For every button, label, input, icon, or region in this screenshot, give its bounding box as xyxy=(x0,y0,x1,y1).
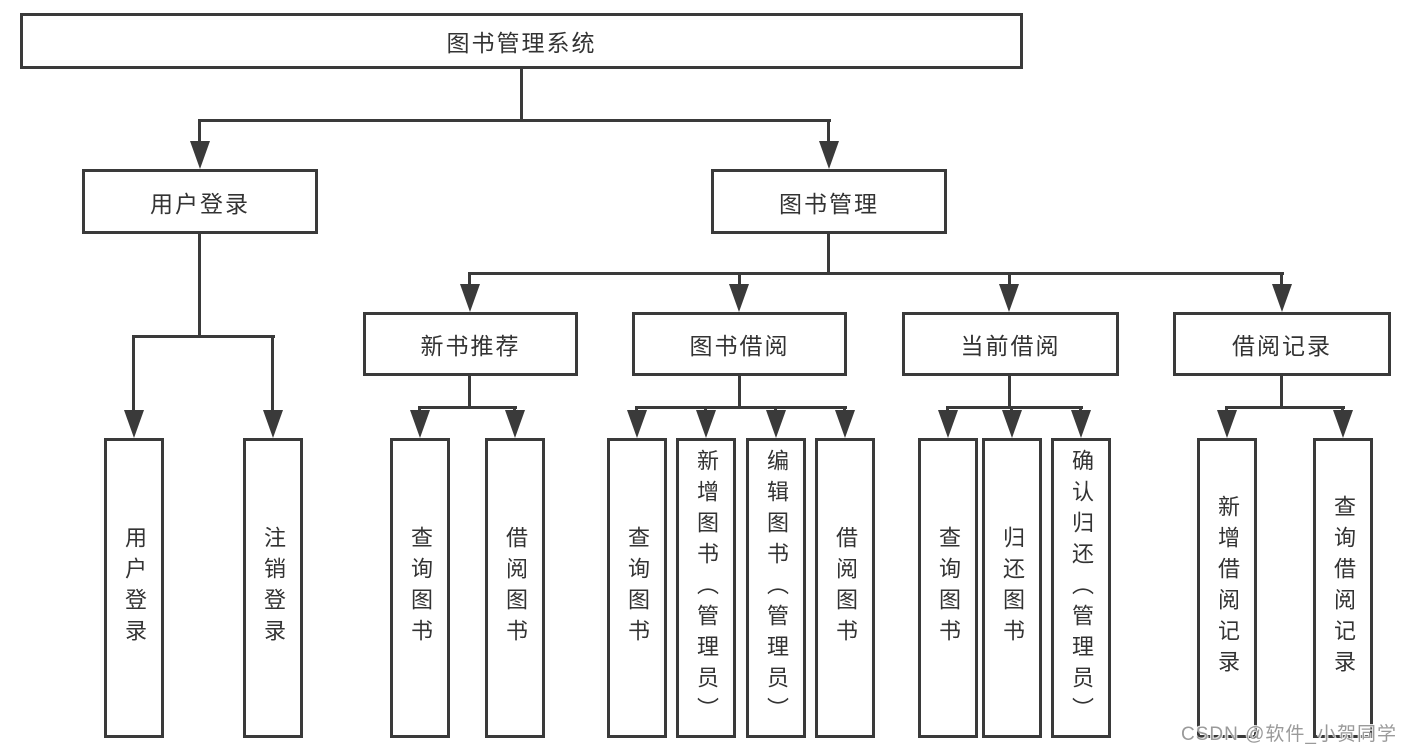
leaf-query-books-borrowing: 查询图书 xyxy=(607,438,667,738)
node-label: 借阅图书 xyxy=(833,526,858,650)
leaf-add-books-admin: 新增图书（管理员） xyxy=(676,438,736,738)
node-label: 确认归还（管理员） xyxy=(1069,448,1094,728)
node-label: 图书管理系统 xyxy=(446,30,597,56)
connector-line xyxy=(271,335,274,412)
node-label: 归还图书 xyxy=(1000,526,1025,650)
connector-line xyxy=(468,272,471,286)
connector-line xyxy=(827,119,830,145)
arrowhead-down-icon xyxy=(124,410,144,438)
connector-line xyxy=(198,119,201,145)
leaf-confirm-return-admin: 确认归还（管理员） xyxy=(1051,438,1111,738)
leaf-edit-books-admin: 编辑图书（管理员） xyxy=(746,438,806,738)
arrowhead-down-icon xyxy=(819,141,839,169)
node-label: 注销登录 xyxy=(261,526,286,650)
node-user-login: 用户登录 xyxy=(82,169,318,234)
node-book-management: 图书管理 xyxy=(711,169,947,234)
arrowhead-down-icon xyxy=(729,284,749,312)
leaf-query-books-current: 查询图书 xyxy=(918,438,978,738)
arrowhead-down-icon xyxy=(999,284,1019,312)
node-label: 新增借阅记录 xyxy=(1215,495,1240,681)
connector-line xyxy=(132,335,135,412)
node-label: 查询图书 xyxy=(936,526,961,650)
connector-line xyxy=(418,406,517,409)
arrowhead-down-icon xyxy=(938,410,958,438)
connector-line xyxy=(635,406,847,409)
node-label: 借阅图书 xyxy=(503,526,528,650)
arrowhead-down-icon xyxy=(460,284,480,312)
csdn-watermark: CSDN @软件_小贺同学 xyxy=(1181,724,1397,745)
arrowhead-down-icon xyxy=(505,410,525,438)
connector-line xyxy=(1008,374,1011,409)
leaf-borrow-books: 借阅图书 xyxy=(815,438,875,738)
arrowhead-down-icon xyxy=(835,410,855,438)
arrowhead-down-icon xyxy=(263,410,283,438)
leaf-borrow-books-recommend: 借阅图书 xyxy=(485,438,545,738)
node-label: 图书借阅 xyxy=(689,333,790,359)
node-book-borrowing: 图书借阅 xyxy=(632,312,847,376)
connector-line xyxy=(1280,272,1283,286)
node-label: 新书推荐 xyxy=(420,333,521,359)
arrowhead-down-icon xyxy=(410,410,430,438)
arrowhead-down-icon xyxy=(1217,410,1237,438)
node-label: 新增图书（管理员） xyxy=(694,448,719,728)
connector-line xyxy=(738,374,741,409)
node-label: 用户登录 xyxy=(122,526,147,650)
leaf-add-borrow-record: 新增借阅记录 xyxy=(1197,438,1257,738)
arrowhead-down-icon xyxy=(696,410,716,438)
leaf-return-books: 归还图书 xyxy=(982,438,1042,738)
arrowhead-down-icon xyxy=(627,410,647,438)
connector-line xyxy=(946,406,1083,409)
node-label: 编辑图书（管理员） xyxy=(764,448,789,728)
connector-line xyxy=(827,232,830,274)
node-label: 查询图书 xyxy=(408,526,433,650)
connector-line xyxy=(132,335,275,338)
connector-line xyxy=(468,374,471,409)
connector-line xyxy=(520,66,523,122)
node-label: 当前借阅 xyxy=(960,333,1061,359)
node-root-system: 图书管理系统 xyxy=(20,13,1023,69)
arrowhead-down-icon xyxy=(1272,284,1292,312)
leaf-user-login: 用户登录 xyxy=(104,438,164,738)
arrowhead-down-icon xyxy=(1002,410,1022,438)
node-new-book-recommendation: 新书推荐 xyxy=(363,312,578,376)
node-label: 借阅记录 xyxy=(1232,333,1332,359)
leaf-query-borrow-record: 查询借阅记录 xyxy=(1313,438,1373,738)
arrowhead-down-icon xyxy=(766,410,786,438)
connector-line xyxy=(468,272,1284,275)
connector-line xyxy=(738,272,741,286)
connector-line xyxy=(1225,406,1345,409)
leaf-query-books-recommend: 查询图书 xyxy=(390,438,450,738)
connector-line xyxy=(198,232,201,338)
node-borrowing-records: 借阅记录 xyxy=(1173,312,1391,376)
node-label: 图书管理 xyxy=(779,190,879,217)
node-label: 查询借阅记录 xyxy=(1331,495,1356,681)
connector-line xyxy=(1008,272,1011,286)
leaf-logout: 注销登录 xyxy=(243,438,303,738)
node-label: 查询图书 xyxy=(625,526,650,650)
node-current-borrowing: 当前借阅 xyxy=(902,312,1119,376)
connector-line xyxy=(198,119,831,122)
arrowhead-down-icon xyxy=(190,141,210,169)
arrowhead-down-icon xyxy=(1071,410,1091,438)
connector-line xyxy=(1280,374,1283,409)
arrowhead-down-icon xyxy=(1333,410,1353,438)
node-label: 用户登录 xyxy=(150,190,250,217)
